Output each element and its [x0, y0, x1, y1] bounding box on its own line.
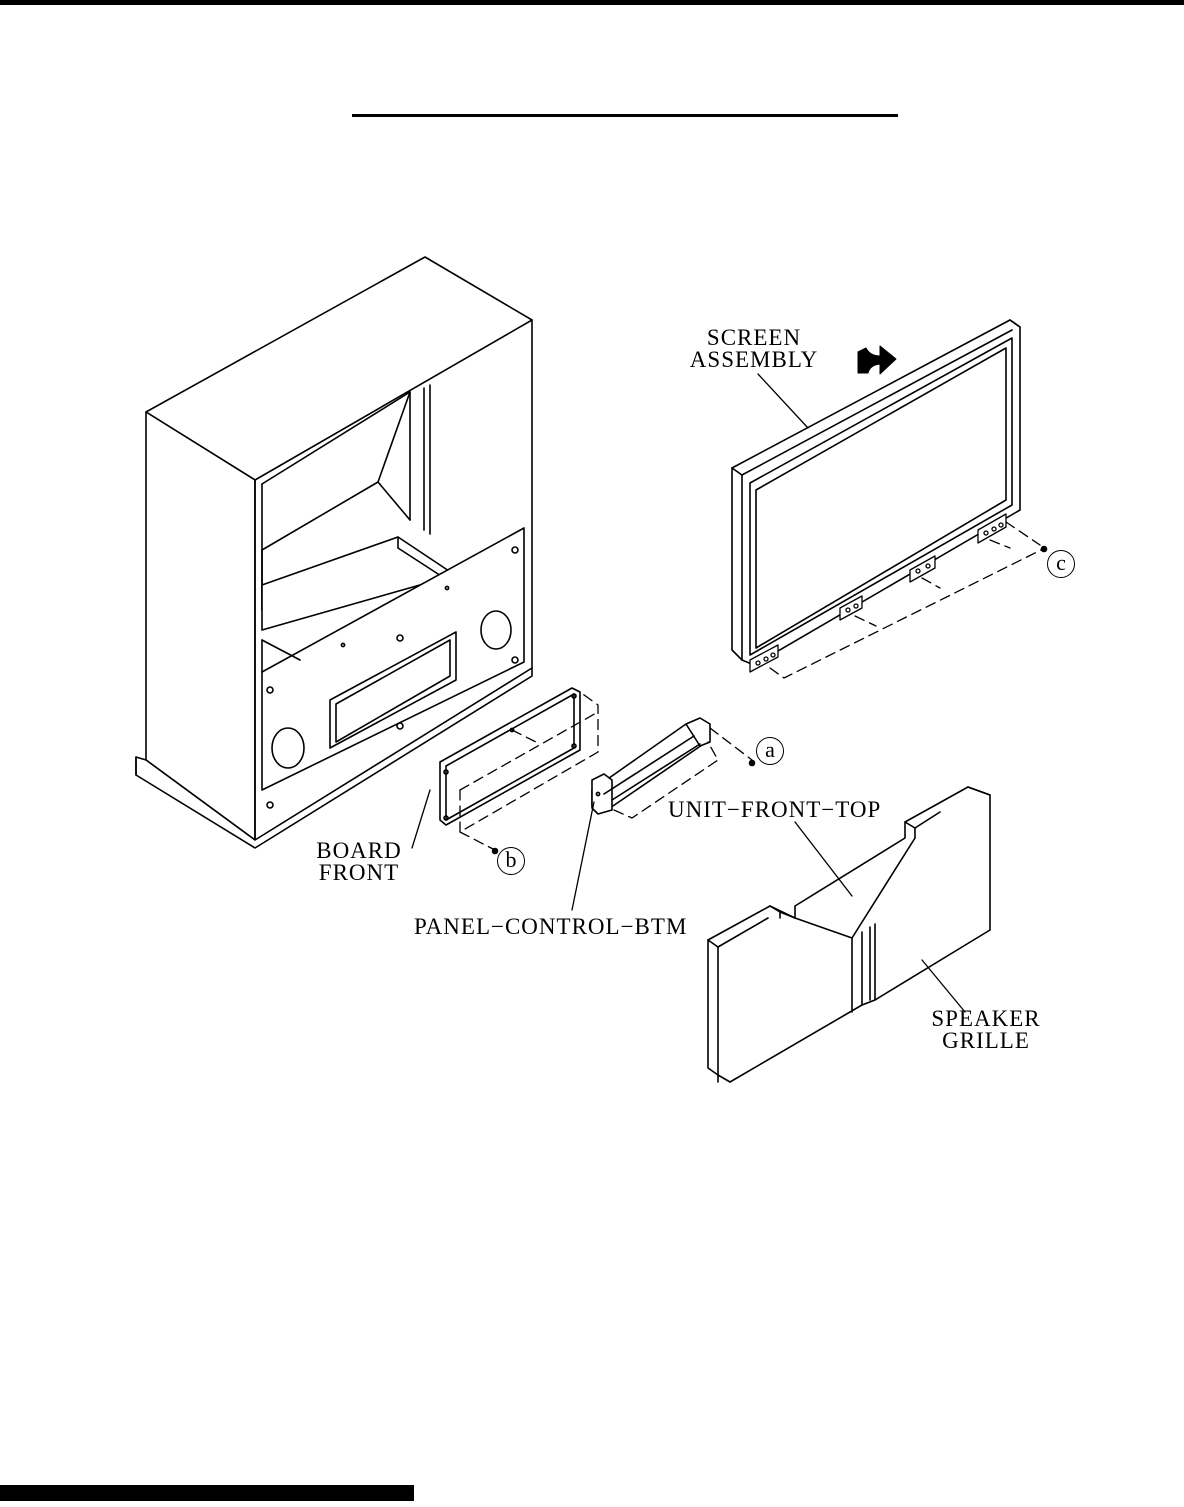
- curved-arrow-icon: [857, 345, 897, 375]
- callout-c: c: [1047, 550, 1075, 578]
- panel-control-btm-label: PANEL−CONTROL−BTM: [414, 914, 688, 939]
- title-underline: [352, 114, 898, 117]
- panel-control-btm: [591, 717, 756, 819]
- board-front-label-line1: BOARD: [316, 838, 402, 863]
- board-front-label-line2: FRONT: [318, 860, 400, 885]
- callout-a: a: [756, 737, 784, 765]
- screen-assembly-label: SCREEN ASSEMBLY: [686, 325, 822, 372]
- leader-lines: [411, 373, 966, 1013]
- speaker-grille-label-line2: GRILLE: [942, 1028, 1030, 1053]
- callout-b: b: [497, 847, 525, 875]
- screen-assembly: [731, 319, 1048, 679]
- speaker-grille-label-line1: SPEAKER: [931, 1006, 1041, 1031]
- top-rule: [0, 0, 1184, 5]
- speaker-grille-label: SPEAKER GRILLE: [920, 1006, 1052, 1053]
- board-front-label: BOARD FRONT: [314, 838, 404, 885]
- screen-assembly-label-line2: ASSEMBLY: [689, 347, 819, 372]
- speaker-grille: [707, 786, 991, 1083]
- screen-assembly-label-line1: SCREEN: [706, 325, 802, 350]
- board-front: [439, 687, 599, 855]
- unit-front-top-label: UNIT−FRONT−TOP: [668, 797, 882, 822]
- bottom-bar: [0, 1485, 414, 1501]
- cabinet: [135, 256, 533, 849]
